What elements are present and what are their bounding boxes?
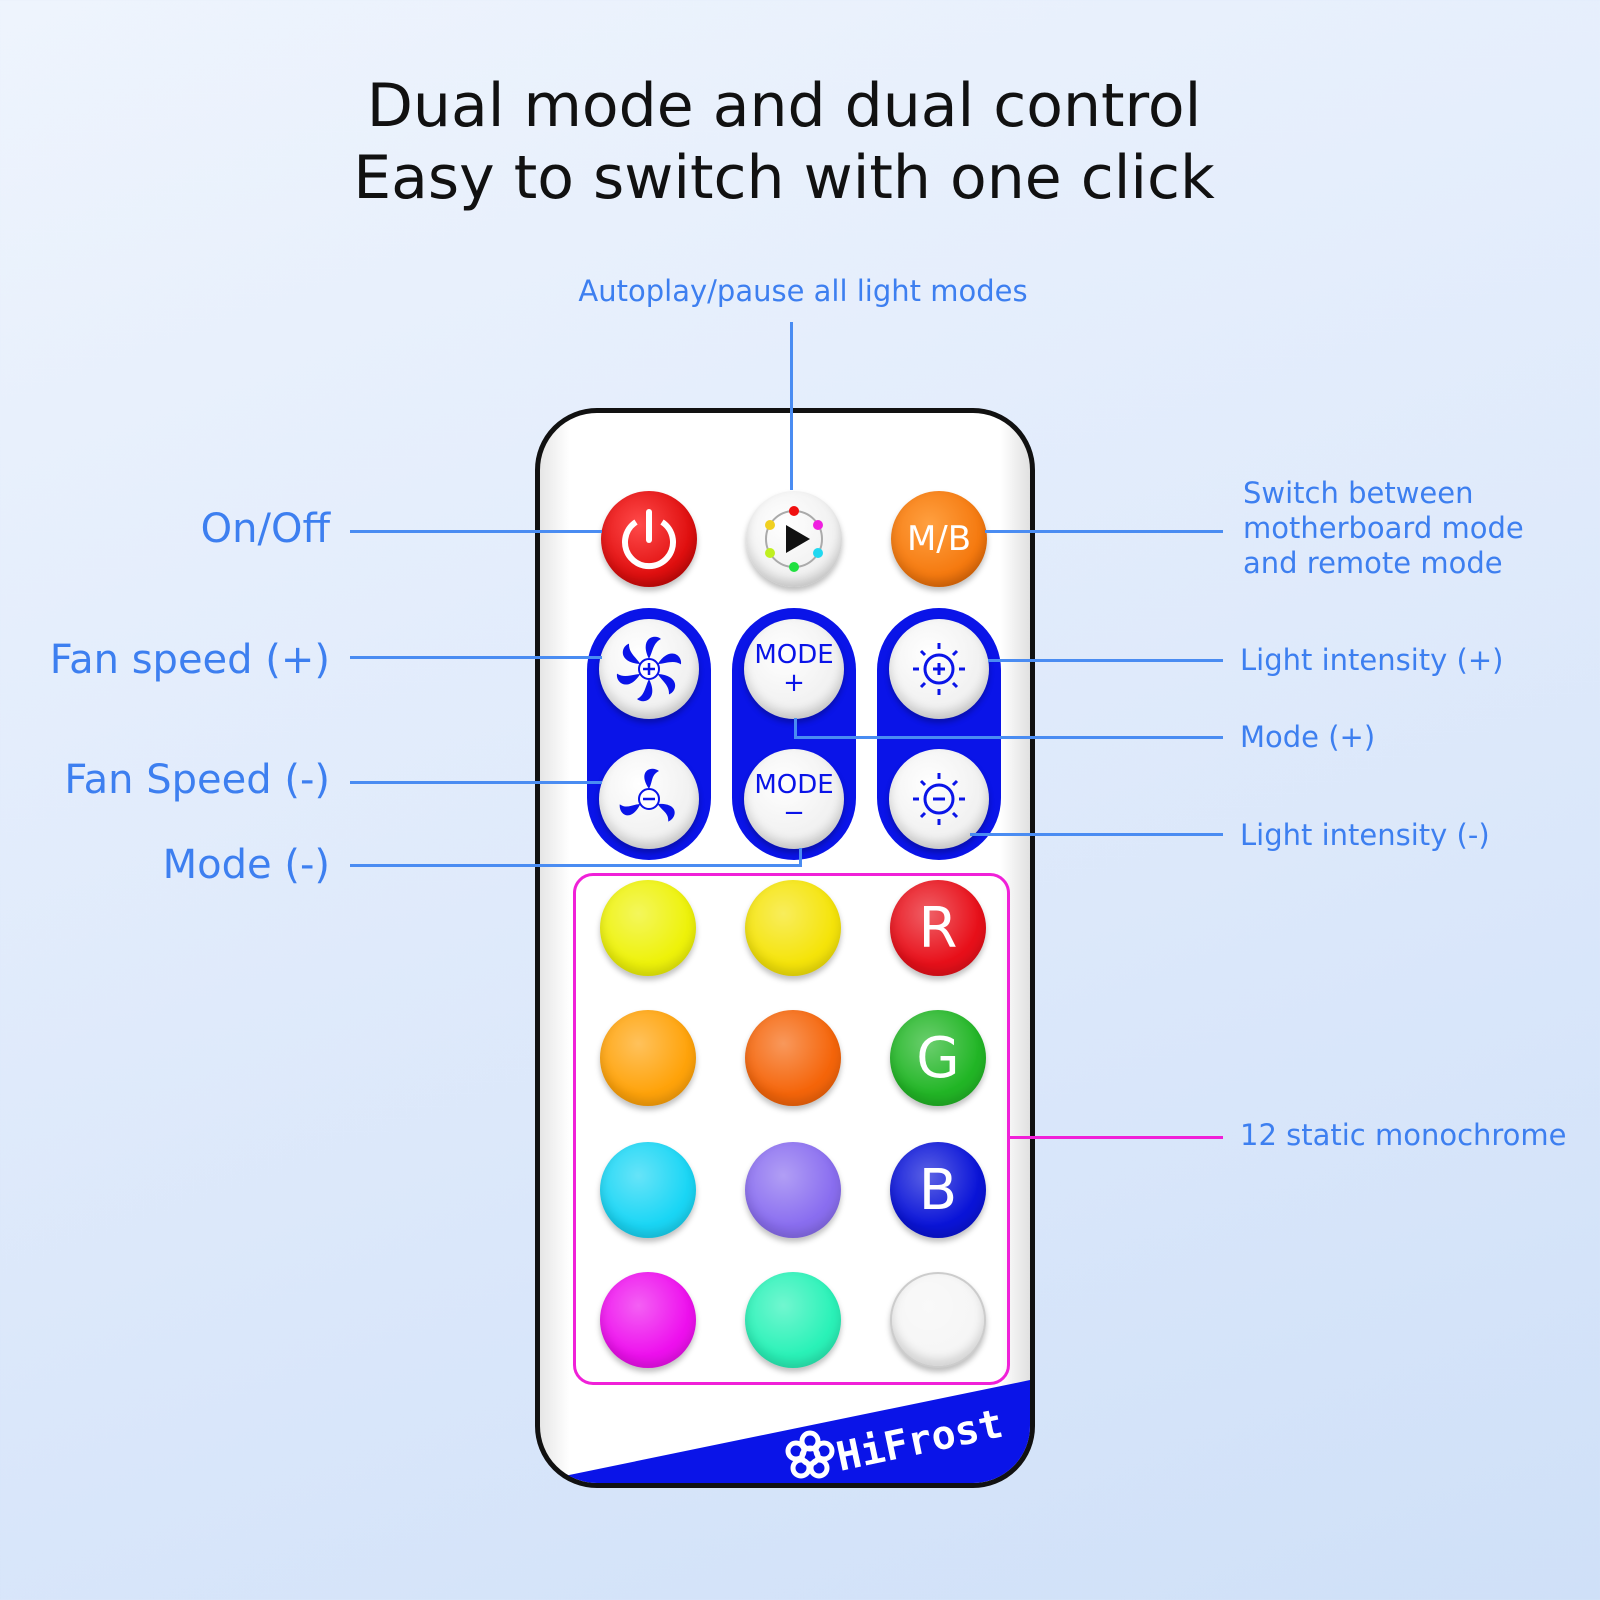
title-line-2: Easy to switch with one click: [353, 143, 1215, 213]
color-button-8[interactable]: [745, 1142, 841, 1238]
leader-light-plus: [988, 659, 1223, 662]
sun-minus-icon: [913, 773, 965, 825]
light-minus-button[interactable]: [889, 749, 989, 849]
color-button-7[interactable]: [600, 1142, 696, 1238]
color-button-4[interactable]: [600, 1010, 696, 1106]
callout-fan-minus: Fan Speed (-): [64, 757, 330, 803]
autoplay-button[interactable]: [746, 491, 842, 587]
leader-mode-minus: [350, 864, 802, 867]
color-button-11[interactable]: [745, 1272, 841, 1368]
callout-switch-mode: Switch between motherboard mode and remo…: [1243, 476, 1524, 581]
color-button-5[interactable]: [745, 1010, 841, 1106]
mode-plus-label: MODE: [754, 640, 834, 670]
color-button-12[interactable]: [890, 1272, 986, 1368]
mode-minus-button[interactable]: MODE −: [744, 749, 844, 849]
leader-on-off: [350, 530, 602, 533]
callout-mode-plus: Mode (+): [1240, 720, 1376, 754]
color-button-9[interactable]: B: [890, 1142, 986, 1238]
static-colors-highlight: [573, 873, 1010, 1385]
minus-sign: −: [783, 798, 805, 828]
leader-light-minus: [970, 833, 1223, 836]
play-icon: [765, 506, 823, 572]
sun-plus-icon: [913, 643, 965, 695]
fan-minus-icon: [619, 768, 675, 822]
leader-mode-plus-stem: [794, 718, 797, 738]
fan-plus-button[interactable]: [599, 619, 699, 719]
callout-on-off: On/Off: [200, 506, 330, 552]
color-button-2[interactable]: [745, 880, 841, 976]
callout-mode-minus: Mode (-): [162, 842, 330, 888]
leader-fan-plus: [350, 656, 602, 659]
power-button[interactable]: [601, 491, 697, 587]
leader-fan-minus: [350, 781, 602, 784]
fan-minus-button[interactable]: [599, 749, 699, 849]
light-plus-button[interactable]: [889, 619, 989, 719]
callout-fan-plus: Fan speed (+): [49, 637, 330, 683]
mode-plus-button[interactable]: MODE +: [744, 619, 844, 719]
color-button-6[interactable]: G: [890, 1010, 986, 1106]
leader-autoplay: [790, 322, 793, 490]
color-button-1[interactable]: [600, 880, 696, 976]
callout-light-plus: Light intensity (+): [1240, 643, 1504, 677]
mb-button[interactable]: M/B: [891, 491, 987, 587]
brand-band: HiFrost: [540, 1380, 1030, 1483]
leader-mode-plus: [794, 736, 1223, 739]
leader-static-colors: [1010, 1136, 1223, 1139]
callout-switch-line-3: and remote mode: [1243, 546, 1503, 580]
mode-minus-label: MODE: [754, 770, 834, 800]
callout-static-colors: 12 static monochrome: [1240, 1118, 1567, 1152]
callout-switch-line-2: motherboard mode: [1243, 511, 1524, 545]
flower-logo-icon: [785, 1430, 835, 1479]
color-button-3[interactable]: R: [890, 880, 986, 976]
callout-switch-line-1: Switch between: [1243, 476, 1474, 510]
fan-plus-icon: [617, 636, 681, 702]
leader-switch-mode: [985, 530, 1223, 533]
callout-light-minus: Light intensity (-): [1240, 818, 1490, 852]
power-icon: [622, 509, 676, 570]
color-button-10[interactable]: [600, 1272, 696, 1368]
plus-sign: +: [783, 668, 805, 698]
callout-autoplay: Autoplay/pause all light modes: [578, 274, 1028, 308]
title-line-1: Dual mode and dual control: [366, 71, 1202, 141]
leader-mode-minus-stem: [799, 848, 802, 866]
